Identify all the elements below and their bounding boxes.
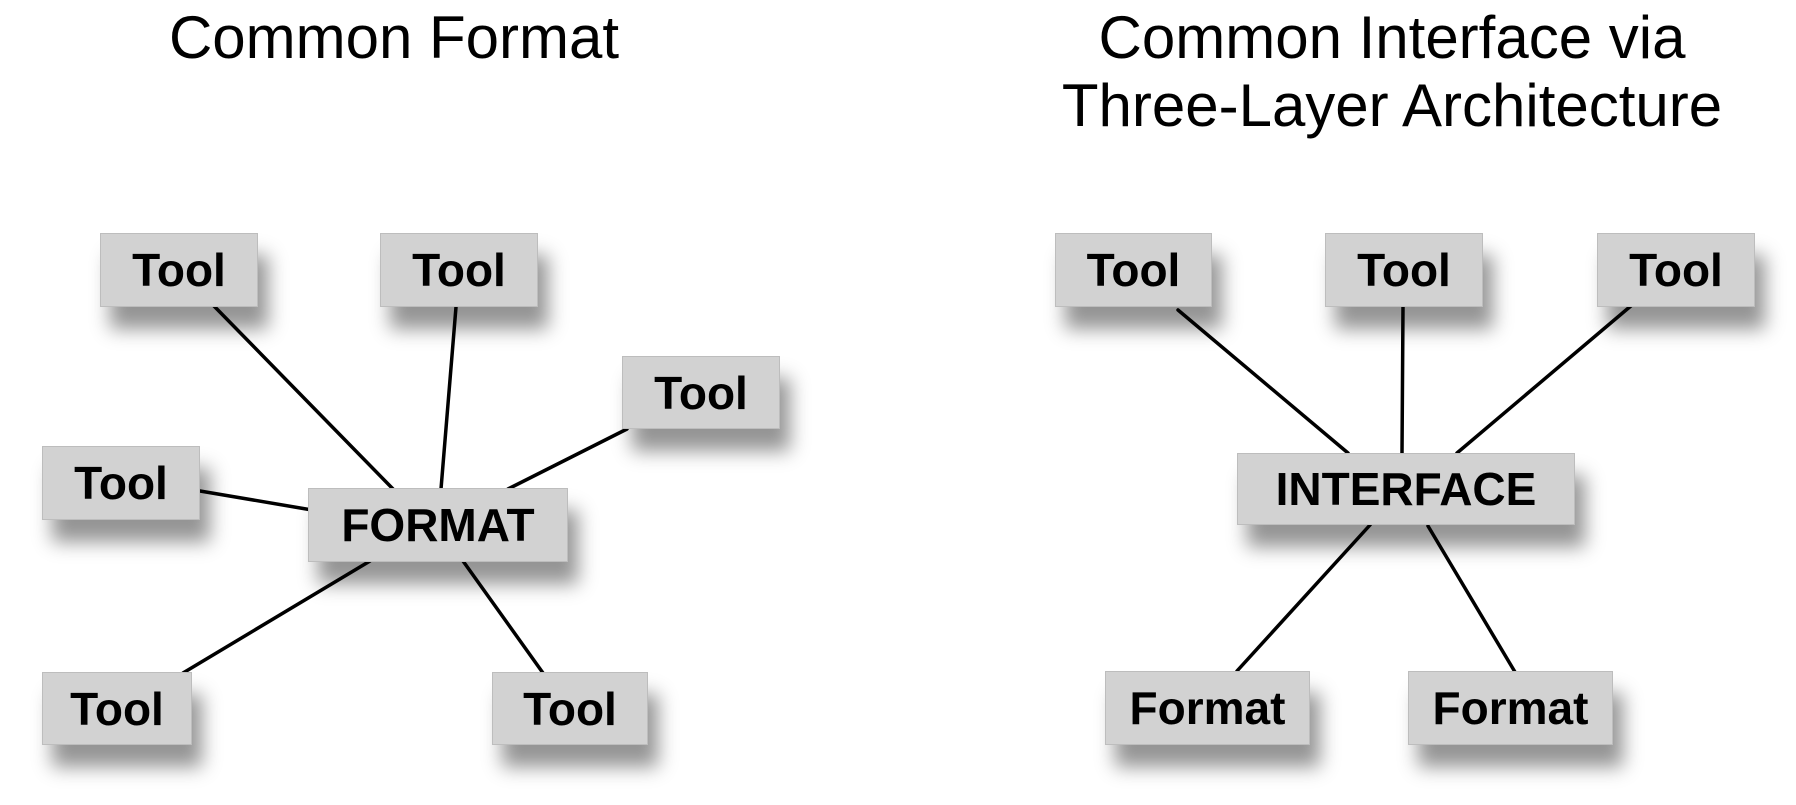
connector-line bbox=[211, 303, 395, 491]
connector-line bbox=[439, 305, 458, 491]
node-tool: Tool bbox=[1325, 233, 1483, 307]
node-label: FORMAT bbox=[341, 499, 535, 551]
node-label: Tool bbox=[132, 244, 226, 296]
node-label: Tool bbox=[1629, 244, 1723, 296]
node-tool: Tool bbox=[380, 233, 538, 307]
node-tool: Tool bbox=[622, 356, 780, 429]
node-format: Format bbox=[1408, 671, 1613, 745]
connector-line bbox=[506, 427, 629, 491]
node-label: Tool bbox=[74, 457, 168, 509]
node-label: Tool bbox=[523, 682, 617, 735]
connector-line bbox=[461, 559, 545, 675]
connector-line bbox=[1426, 524, 1517, 674]
node-label: Tool bbox=[1086, 244, 1181, 296]
node-tool: Tool bbox=[1055, 233, 1212, 307]
connector-line bbox=[1455, 303, 1634, 455]
hub-node-format: FORMAT bbox=[308, 488, 568, 562]
node-label: Format bbox=[1432, 682, 1589, 734]
node-format: Format bbox=[1105, 671, 1310, 745]
node-tool: Tool bbox=[100, 233, 258, 307]
node-tool: Tool bbox=[492, 672, 648, 745]
connector-line bbox=[1400, 305, 1405, 455]
node-tool: Tool bbox=[42, 672, 192, 745]
common-interface-title-line: Common Interface via bbox=[1098, 4, 1686, 71]
common-format-title-line: Common Format bbox=[168, 4, 620, 71]
node-label: Tool bbox=[654, 366, 748, 419]
node-label: Tool bbox=[70, 682, 164, 735]
common-format-title: Common Format bbox=[169, 4, 619, 72]
connector-line bbox=[198, 489, 314, 512]
hub-node-interface: INTERFACE bbox=[1237, 453, 1575, 525]
node-tool: Tool bbox=[42, 446, 200, 520]
node-label: Format bbox=[1129, 682, 1286, 734]
node-label: Tool bbox=[1357, 244, 1451, 296]
connector-line bbox=[1176, 308, 1350, 455]
node-label: Tool bbox=[412, 244, 506, 296]
node-label: INTERFACE bbox=[1275, 463, 1537, 515]
connector-line bbox=[181, 559, 372, 675]
connector-line bbox=[1235, 523, 1372, 673]
common-interface-title-line: Three-Layer Architecture bbox=[1061, 72, 1723, 139]
node-tool: Tool bbox=[1597, 233, 1755, 307]
